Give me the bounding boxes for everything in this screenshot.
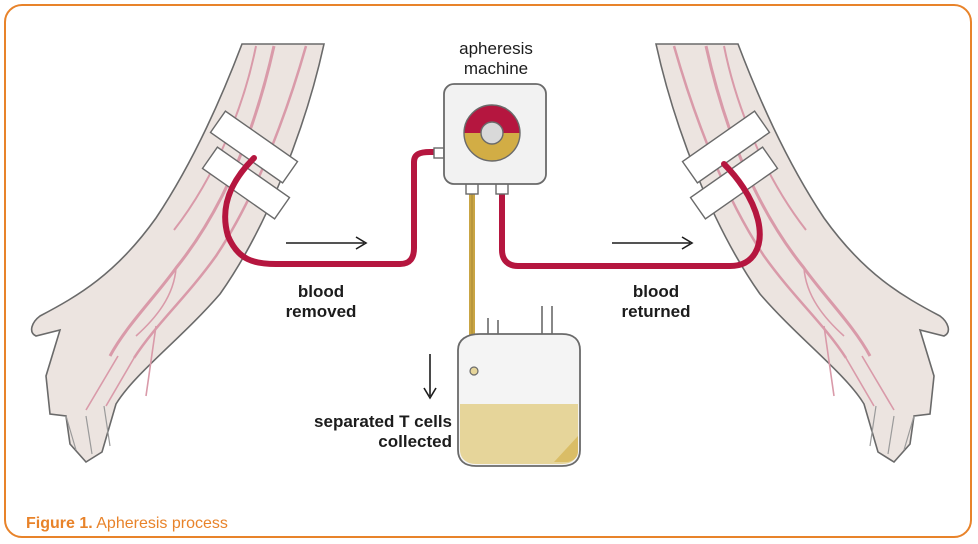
cells-collected-line2: collected xyxy=(272,432,452,452)
figure-caption-text: Apheresis process xyxy=(96,515,228,532)
blood-returned-line2: returned xyxy=(596,302,716,322)
figure-frame: apheresis machine blood removed blood re… xyxy=(4,4,972,538)
arrow-cells-down xyxy=(424,354,436,398)
blood-returned-line1: blood xyxy=(596,282,716,302)
left-arm xyxy=(32,44,324,462)
blood-removed-line2: removed xyxy=(261,302,381,322)
machine-label: apheresis machine xyxy=(436,39,556,79)
collection-bag xyxy=(458,306,580,466)
blood-removed-line1: blood xyxy=(261,282,381,302)
blood-removed-label: blood removed xyxy=(261,282,381,322)
right-arm xyxy=(656,44,948,462)
figure-number: Figure 1. xyxy=(26,515,93,532)
machine-label-line1: apheresis xyxy=(436,39,556,59)
cells-collected-line1: separated T cells xyxy=(272,412,452,432)
figure-caption: Figure 1. Apheresis process xyxy=(26,515,228,533)
apheresis-diagram xyxy=(6,6,972,538)
cells-collected-label: separated T cells collected xyxy=(272,412,452,452)
apheresis-machine xyxy=(434,84,546,194)
arrow-blood-returned xyxy=(612,237,692,249)
machine-label-line2: machine xyxy=(436,59,556,79)
arrow-blood-removed xyxy=(286,237,366,249)
blood-returned-label: blood returned xyxy=(596,282,716,322)
